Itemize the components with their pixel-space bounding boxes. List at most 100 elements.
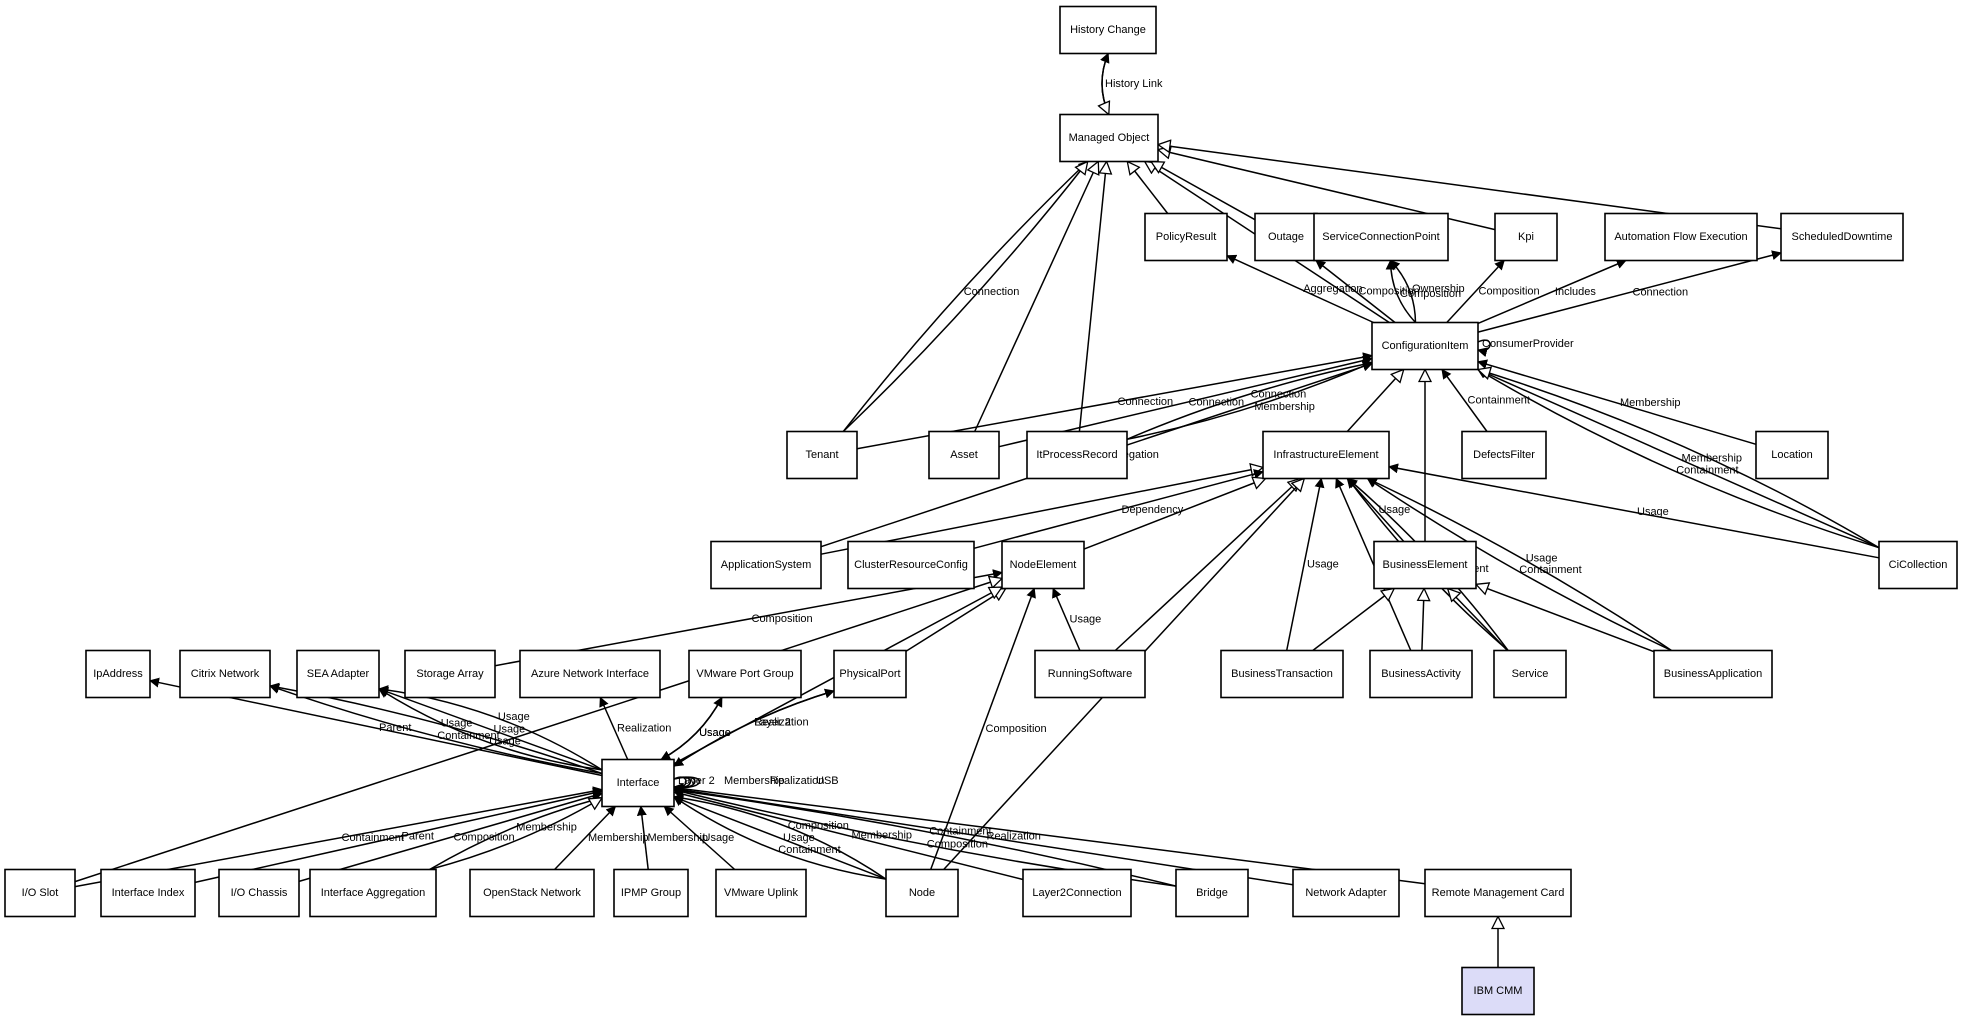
- edge-label: Realization: [617, 722, 671, 734]
- node-scp[interactable]: ServiceConnectionPoint: [1313, 212, 1449, 262]
- edge-running-software-to-infrastructure-element: [1114, 479, 1300, 652]
- node-business-activity[interactable]: BusinessActivity: [1369, 649, 1473, 699]
- node-scheduled-downtime[interactable]: ScheduledDowntime: [1780, 212, 1904, 262]
- node-application-system[interactable]: ApplicationSystem: [710, 540, 822, 590]
- node-label: RunningSoftware: [1048, 668, 1132, 680]
- edge-node-to-interface: [673, 795, 887, 880]
- node-box: [1755, 430, 1829, 480]
- node-policy-result[interactable]: PolicyResult: [1144, 212, 1228, 262]
- node-cluster-resource-config[interactable]: ClusterResourceConfig: [847, 540, 975, 590]
- node-service[interactable]: Service: [1493, 649, 1567, 699]
- node-label: Remote Management Card: [1432, 887, 1565, 899]
- edge-label: Containment: [1676, 464, 1738, 476]
- node-business-transaction[interactable]: BusinessTransaction: [1220, 649, 1344, 699]
- node-node[interactable]: Node: [885, 868, 959, 918]
- node-network-adapter[interactable]: Network Adapter: [1292, 868, 1400, 918]
- node-box: [296, 649, 380, 699]
- node-box: [1175, 868, 1249, 918]
- node-box: [1780, 212, 1904, 262]
- node-label: Interface: [617, 777, 660, 789]
- edge-label: Composition: [1479, 285, 1540, 297]
- node-running-software[interactable]: RunningSoftware: [1034, 649, 1146, 699]
- node-business-element[interactable]: BusinessElement: [1373, 540, 1477, 590]
- edge-label: Membership: [588, 832, 649, 844]
- node-configuration-item[interactable]: ConfigurationItem: [1371, 321, 1479, 371]
- edge-label: Realization: [987, 831, 1041, 843]
- node-ipmp-group[interactable]: IPMP Group: [613, 868, 689, 918]
- edge-label: Membership: [1620, 397, 1681, 409]
- edge-line: [1389, 259, 1417, 323]
- node-box: [1059, 113, 1159, 163]
- edge-label: Realization: [770, 775, 824, 787]
- node-afe[interactable]: Automation Flow Execution: [1604, 212, 1758, 262]
- node-rmc[interactable]: Remote Management Card: [1424, 868, 1572, 918]
- node-bridge[interactable]: Bridge: [1175, 868, 1249, 918]
- edge-node-to-interface: [673, 796, 887, 880]
- node-box: [1493, 649, 1567, 699]
- node-citrix-network[interactable]: Citrix Network: [179, 649, 271, 699]
- node-io-chassis[interactable]: I/O Chassis: [218, 868, 300, 918]
- node-physical-port[interactable]: PhysicalPort: [833, 649, 907, 699]
- edge-configuration-item-to-afe: [1477, 259, 1627, 325]
- node-box: [1059, 5, 1157, 55]
- node-outage[interactable]: Outage: [1254, 212, 1318, 262]
- node-layer2-connection[interactable]: Layer2Connection: [1022, 868, 1132, 918]
- node-sea-adapter[interactable]: SEA Adapter: [296, 649, 380, 699]
- edge-line: [1126, 359, 1373, 440]
- edge-kpi-to-managed-object: [1158, 150, 1496, 231]
- node-box: [1292, 868, 1400, 918]
- node-interface-aggregation[interactable]: Interface Aggregation: [309, 868, 437, 918]
- edge-label: Usage: [1637, 506, 1669, 518]
- node-storage-array[interactable]: Storage Array: [404, 649, 496, 699]
- node-ibm-cmm[interactable]: IBM CMM: [1461, 966, 1535, 1016]
- node-asset[interactable]: Asset: [928, 430, 1000, 480]
- node-ci-collection[interactable]: CiCollection: [1878, 540, 1958, 590]
- node-io-slot[interactable]: I/O Slot: [4, 868, 76, 918]
- edge-label: USB: [816, 775, 839, 787]
- node-vmware-pg[interactable]: VMware Port Group: [688, 649, 802, 699]
- node-history-change[interactable]: History Change: [1059, 5, 1157, 55]
- edge-line: [378, 688, 603, 771]
- edge-label: Containment: [1468, 394, 1530, 406]
- node-box: [710, 540, 822, 590]
- node-interface[interactable]: Interface: [601, 758, 675, 808]
- node-label: ConfigurationItem: [1382, 340, 1469, 352]
- node-infrastructure-element[interactable]: InfrastructureElement: [1262, 430, 1390, 480]
- node-itprocess-record[interactable]: ItProcessRecord: [1026, 430, 1128, 480]
- edge-defects-filter-to-configuration-item: [1441, 368, 1488, 432]
- edge-line: [1127, 162, 1169, 214]
- node-box: [4, 868, 76, 918]
- edge-cluster-resource-config-to-infrastructure-element: [973, 469, 1264, 550]
- node-location[interactable]: Location: [1755, 430, 1829, 480]
- node-ip-address[interactable]: IpAddress: [85, 649, 151, 699]
- node-label: ScheduledDowntime: [1792, 231, 1893, 243]
- node-tenant[interactable]: Tenant: [786, 430, 858, 480]
- edge-physical-port-to-node-element: [905, 589, 1006, 652]
- node-kpi[interactable]: Kpi: [1494, 212, 1558, 262]
- node-azure-ni[interactable]: Azure Network Interface: [519, 649, 661, 699]
- node-vmware-uplink[interactable]: VMware Uplink: [715, 868, 807, 918]
- node-box: [1461, 430, 1547, 480]
- edge-line: [1126, 361, 1373, 441]
- edge-line: [1312, 589, 1394, 652]
- edge-vmware-uplink-to-interface: [663, 805, 736, 871]
- node-box: [847, 540, 975, 590]
- node-openstack-network[interactable]: OpenStack Network: [469, 868, 595, 918]
- node-defects-filter[interactable]: DefectsFilter: [1461, 430, 1547, 480]
- edge-label: Usage: [699, 727, 731, 739]
- edge-layer2-connection-to-interface: [673, 789, 1024, 881]
- edge-line: [1448, 589, 1508, 652]
- edge-label: Usage: [1307, 558, 1339, 570]
- node-label: I/O Slot: [22, 887, 59, 899]
- node-label: Layer2Connection: [1032, 887, 1121, 899]
- node-node-element[interactable]: NodeElement: [1001, 540, 1085, 590]
- node-interface-index[interactable]: Interface Index: [100, 868, 196, 918]
- edge-label: Usage: [783, 832, 815, 844]
- edge-configuration-item-to-outage: [1315, 259, 1396, 324]
- node-business-application[interactable]: BusinessApplication: [1653, 649, 1773, 699]
- edge-label: Composition: [927, 838, 988, 850]
- node-box: [1371, 321, 1479, 371]
- node-label: Asset: [950, 449, 978, 461]
- edge-label: Aggregation: [1303, 283, 1362, 295]
- node-managed-object[interactable]: Managed Object: [1059, 113, 1159, 163]
